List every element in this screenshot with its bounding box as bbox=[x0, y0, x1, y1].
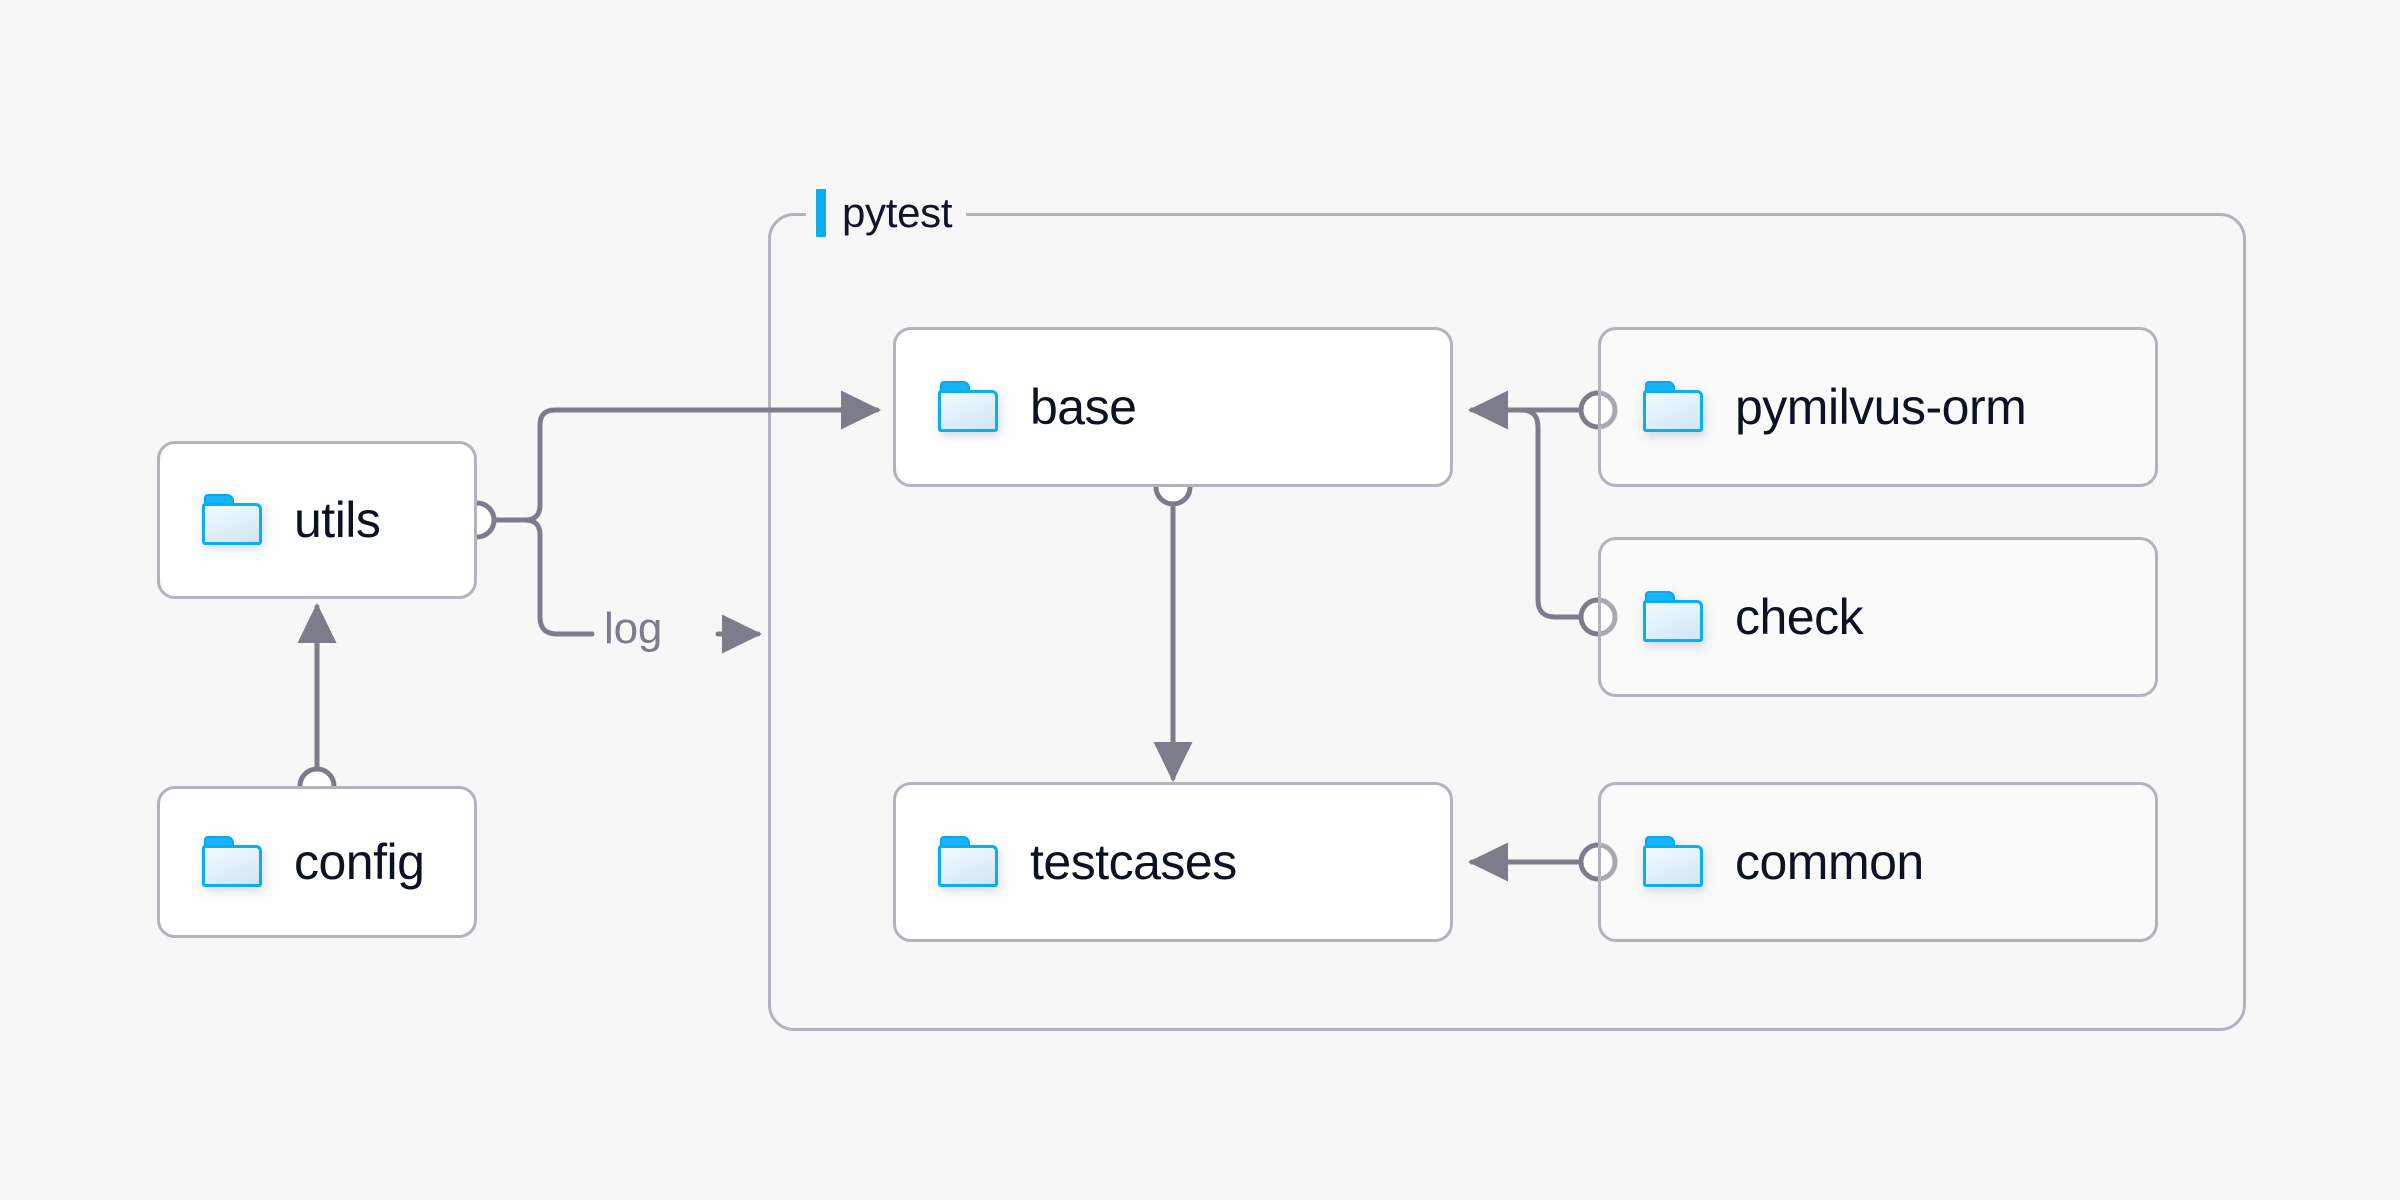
node-pymilvus-orm[interactable]: pymilvus-orm bbox=[1598, 327, 2158, 487]
node-config[interactable]: config bbox=[157, 786, 477, 938]
edge-utils-to-log bbox=[486, 517, 595, 637]
folder-icon bbox=[202, 836, 264, 888]
edge-label-log: log bbox=[604, 604, 662, 654]
folder-icon bbox=[938, 836, 1000, 888]
node-label-config: config bbox=[294, 834, 425, 890]
node-label-testcases: testcases bbox=[1030, 834, 1237, 890]
group-label-pytest: pytest bbox=[806, 185, 967, 241]
node-check[interactable]: check bbox=[1598, 537, 2158, 697]
folder-icon bbox=[202, 494, 264, 546]
node-utils[interactable]: utils bbox=[157, 441, 477, 599]
folder-icon bbox=[1643, 381, 1705, 433]
node-label-utils: utils bbox=[294, 492, 381, 548]
folder-icon bbox=[1643, 591, 1705, 643]
node-testcases[interactable]: testcases bbox=[893, 782, 1453, 942]
accent-bar-icon bbox=[816, 189, 826, 237]
node-common[interactable]: common bbox=[1598, 782, 2158, 942]
folder-icon bbox=[938, 381, 1000, 433]
group-title: pytest bbox=[842, 189, 953, 236]
node-label-base: base bbox=[1030, 379, 1137, 435]
edge-label-log-text: log bbox=[604, 604, 663, 653]
group-container-pytest bbox=[768, 213, 2246, 1031]
node-label-common: common bbox=[1735, 834, 1924, 890]
folder-icon bbox=[1643, 836, 1705, 888]
node-label-pymilvus-orm: pymilvus-orm bbox=[1735, 379, 2027, 435]
node-base[interactable]: base bbox=[893, 327, 1453, 487]
node-label-check: check bbox=[1735, 589, 1864, 645]
